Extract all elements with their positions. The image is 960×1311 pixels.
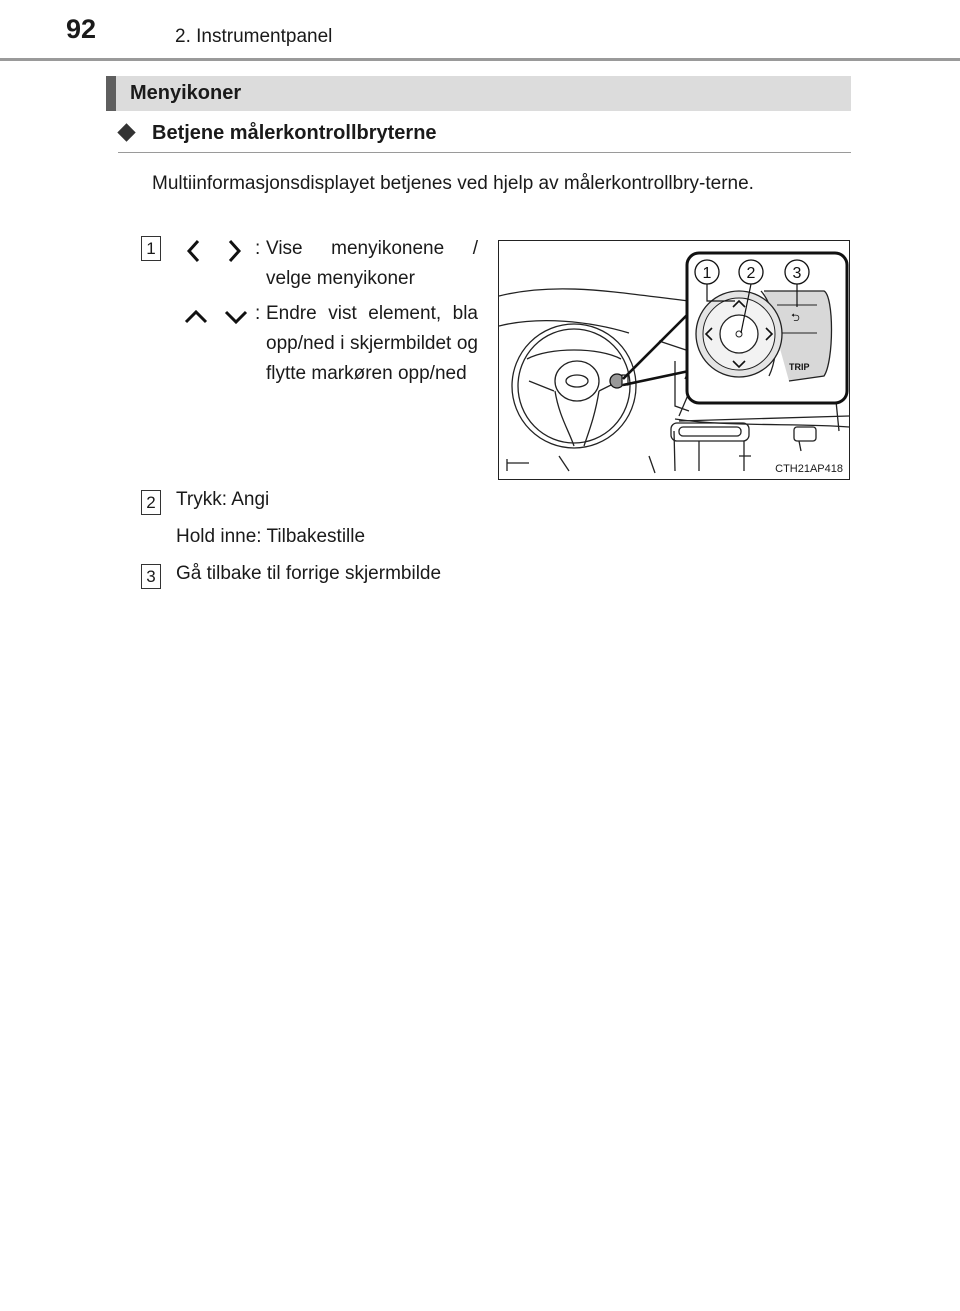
subsection-header: Betjene målerkontrollbryterne bbox=[117, 120, 851, 153]
item-3-line-1: Gå tilbake til forrige skjermbilde bbox=[176, 563, 442, 584]
section-title: Menyikoner bbox=[130, 82, 242, 104]
item-number-2: 2 bbox=[141, 490, 161, 515]
steering-wheel-illustration: ⮌ TRIP 1 2 3 CTH21AP418 bbox=[498, 240, 850, 480]
item-2-line-2: Hold inne: Tilbakestille bbox=[176, 526, 366, 547]
intro-paragraph: Multiinformasjonsdisplayet betjenes ved … bbox=[152, 173, 754, 194]
item-1b-colon: : bbox=[255, 303, 261, 324]
illustration-drawing: ⮌ TRIP 1 2 3 bbox=[499, 251, 849, 474]
item-1a-colon: : bbox=[255, 238, 261, 259]
callout-1: 1 bbox=[703, 265, 712, 282]
item-1a-description: Vise menyikonene / velge menyikoner bbox=[266, 238, 478, 289]
header-rule bbox=[0, 58, 960, 61]
chevron-up-down-icons bbox=[184, 309, 248, 325]
callout-3: 3 bbox=[793, 265, 802, 282]
item-1b-description: Endre vist element, bla opp/ned i skjerm… bbox=[266, 303, 478, 384]
item-number-3: 3 bbox=[141, 564, 161, 589]
figure-back-symbol: ⮌ bbox=[791, 311, 800, 324]
item-2-line-1: Trykk: Angi bbox=[176, 489, 270, 510]
diamond-bullet-icon bbox=[117, 123, 136, 142]
chevron-right-icon bbox=[228, 239, 242, 263]
callout-2: 2 bbox=[747, 265, 756, 282]
subsection-title: Betjene målerkontrollbryterne bbox=[152, 122, 437, 144]
chapter-title: 2. Instrumentpanel bbox=[175, 26, 333, 47]
chevron-left-right-icons bbox=[186, 239, 242, 263]
chevron-up-icon bbox=[184, 309, 208, 324]
section-header: Menyikoner bbox=[106, 76, 851, 111]
chevron-down-icon bbox=[224, 310, 248, 325]
item-number-1: 1 bbox=[141, 236, 161, 261]
chevron-left-icon bbox=[186, 239, 200, 263]
page-number: 92 bbox=[66, 14, 97, 44]
figure-trip-label: TRIP bbox=[789, 362, 810, 372]
figure-code: CTH21AP418 bbox=[775, 463, 843, 475]
